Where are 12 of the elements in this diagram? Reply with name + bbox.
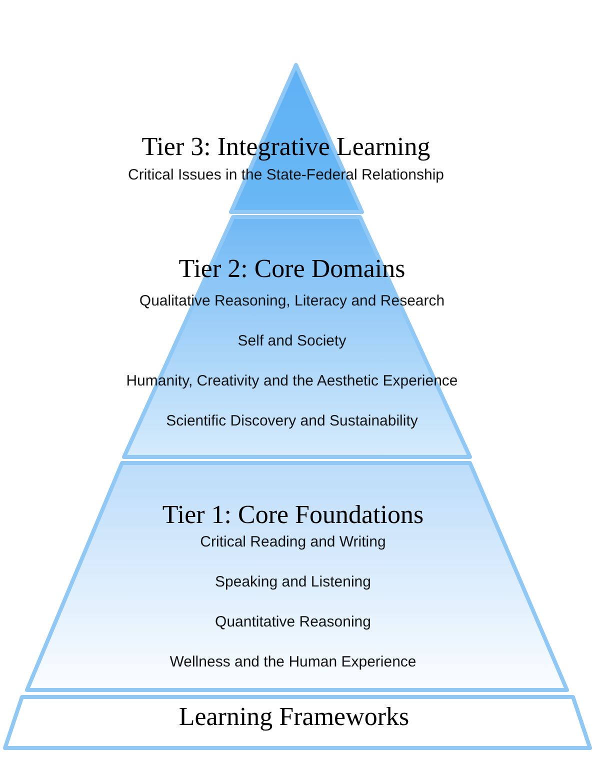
tier-item: Speaking and Listening: [215, 573, 371, 591]
tier-item: Scientific Discovery and Sustainability: [166, 412, 418, 430]
tier-item: Critical Reading and Writing: [200, 533, 386, 551]
tier-item: Quantitative Reasoning: [215, 613, 371, 631]
tier-item: Wellness and the Human Experience: [170, 653, 416, 671]
tier-heading: Tier 1: Core Foundations: [162, 500, 424, 530]
pyramid-base: [0, 694, 593, 751]
tier-item: Qualitative Reasoning, Literacy and Research: [139, 292, 445, 310]
tier-item: Self and Society: [238, 332, 346, 350]
tier-heading: Tier 2: Core Domains: [178, 254, 406, 284]
tier-heading: Learning Frameworks: [178, 702, 410, 732]
tier-item: Humanity, Creativity and the Aesthetic Experience: [126, 372, 458, 390]
